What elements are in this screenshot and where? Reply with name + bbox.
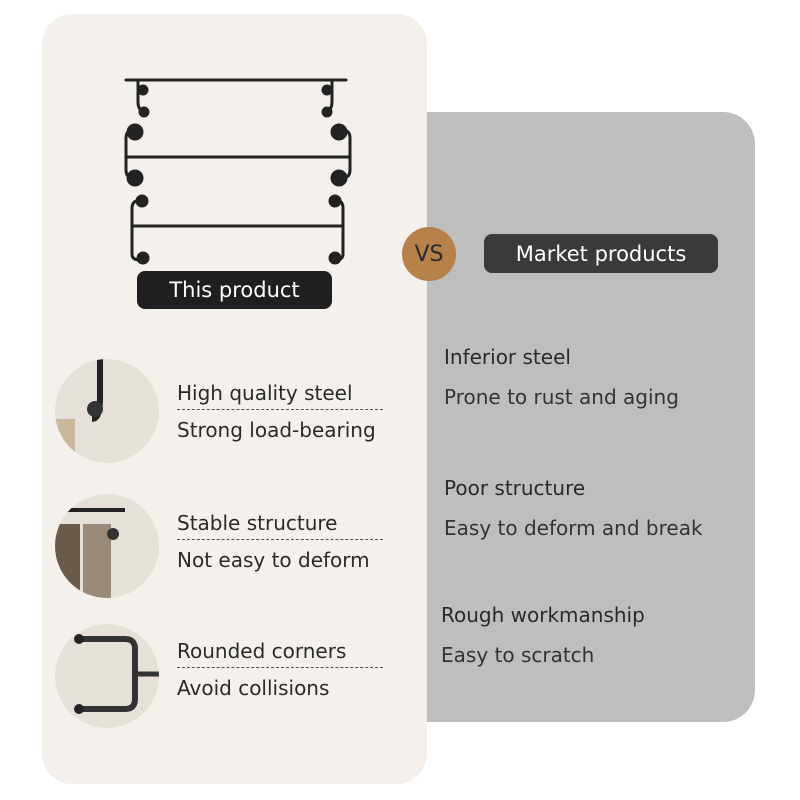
market-products-panel — [427, 112, 755, 722]
market-title: Rough workmanship — [441, 603, 645, 627]
feature-title: High quality steel — [177, 381, 383, 410]
market-title: Inferior steel — [444, 345, 571, 369]
market-subtitle: Prone to rust and aging — [444, 385, 679, 409]
feature-subtitle: Avoid collisions — [177, 676, 330, 700]
feature-subtitle: Not easy to deform — [177, 548, 370, 572]
vs-badge: VS — [402, 227, 456, 281]
steel-detail-thumbnail — [55, 359, 159, 463]
feature-subtitle: Strong load-bearing — [177, 418, 376, 442]
feature-title: Stable structure — [177, 511, 383, 540]
feature-title: Rounded corners — [177, 639, 383, 668]
clothing-rack-product-image — [124, 78, 352, 265]
this-product-label: This product — [137, 271, 332, 309]
market-title: Poor structure — [444, 476, 586, 500]
structure-detail-thumbnail — [55, 494, 159, 598]
market-products-label: Market products — [484, 234, 718, 273]
corner-detail-thumbnail — [55, 624, 159, 728]
market-subtitle: Easy to deform and break — [444, 516, 703, 540]
market-subtitle: Easy to scratch — [441, 643, 595, 667]
